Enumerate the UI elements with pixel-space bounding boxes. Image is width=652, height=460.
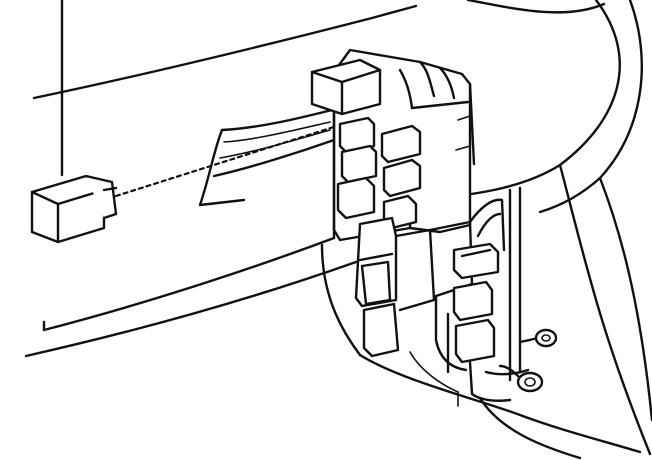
lower-connector-3 <box>362 302 400 358</box>
relay-slot-3 <box>336 176 376 220</box>
relay-top <box>310 58 382 116</box>
wiring-sleeve <box>198 108 336 207</box>
ground-terminal-2 <box>498 364 544 393</box>
dash-panel-outline <box>24 0 652 460</box>
wire-harness <box>409 186 558 407</box>
relay-detached <box>30 174 118 244</box>
relay-slot-2 <box>340 144 378 184</box>
harness-connector-3 <box>454 318 496 364</box>
harness-connector-2 <box>452 280 494 322</box>
harness-connector-1 <box>452 242 500 280</box>
ground-terminal-1 <box>534 328 558 348</box>
relay-slot-1 <box>338 116 376 154</box>
relay-slot-4 <box>380 124 422 164</box>
junction-block <box>310 48 476 358</box>
relay-slot-5 <box>382 158 422 198</box>
lower-connector-2 <box>360 260 392 306</box>
